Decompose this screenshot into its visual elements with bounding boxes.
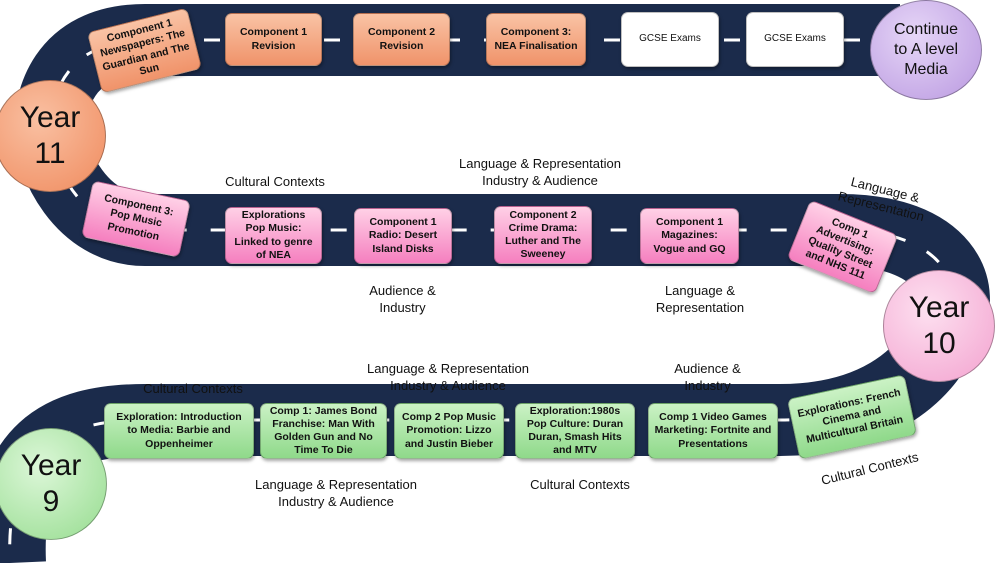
label-y10-lang-rep-below: Language & Representation bbox=[655, 283, 745, 315]
y9-box-1980s-pop-culture: Exploration:1980s Pop Culture: Duran Dur… bbox=[515, 403, 635, 459]
y11-box-comp1-revision: Component 1 Revision bbox=[225, 13, 322, 66]
label-y9-lang-rep-ind-aud-bottom: Language & Representation Industry & Aud… bbox=[255, 477, 417, 509]
year-9-circle: Year 9 bbox=[0, 428, 107, 540]
a-level-media-circle: Continue to A level Media bbox=[870, 0, 982, 100]
y10-box-crime-drama: Component 2 Crime Drama: Luther and The … bbox=[494, 206, 592, 264]
label-y9-cultural-contexts-bottom: Cultural Contexts bbox=[530, 477, 630, 492]
y11-box-gcse-exams-1: GCSE Exams bbox=[621, 12, 719, 67]
y9-box-pop-music-promotion: Comp 2 Pop Music Promotion: Lizzo and Ju… bbox=[394, 403, 504, 459]
label-y9-lang-rep-ind-aud-top: Language & Representation Industry & Aud… bbox=[367, 361, 529, 393]
y9-box-james-bond: Comp 1: James Bond Franchise: Man With G… bbox=[260, 403, 387, 459]
label-y9-audience-industry: Audience & Industry bbox=[674, 361, 741, 393]
y11-box-nea-finalisation: Component 3: NEA Finalisation bbox=[486, 13, 586, 66]
y9-box-intro-media: Exploration: Introduction to Media: Barb… bbox=[104, 403, 254, 459]
label-y10-lang-rep-ind-aud: Language & Representation Industry & Aud… bbox=[459, 156, 621, 188]
y10-box-radio-desert-island: Component 1 Radio: Desert Island Disks bbox=[354, 208, 452, 264]
label-y9-cultural-contexts-top: Cultural Contexts bbox=[143, 381, 243, 396]
y10-box-explorations-pop-music: Explorations Pop Music: Linked to genre … bbox=[225, 207, 322, 264]
y11-box-gcse-exams-2: GCSE Exams bbox=[746, 12, 844, 67]
label-y10-cultural-contexts: Cultural Contexts bbox=[225, 174, 325, 189]
y11-box-comp2-revision: Component 2 Revision bbox=[353, 13, 450, 66]
y9-box-video-games: Comp 1 Video Games Marketing: Fortnite a… bbox=[648, 403, 778, 459]
year-10-circle: Year 10 bbox=[883, 270, 995, 382]
year-11-circle: Year 11 bbox=[0, 80, 106, 192]
label-y10-audience-industry: Audience & Industry bbox=[369, 283, 436, 315]
y10-box-magazines: Component 1 Magazines: Vogue and GQ bbox=[640, 208, 739, 264]
